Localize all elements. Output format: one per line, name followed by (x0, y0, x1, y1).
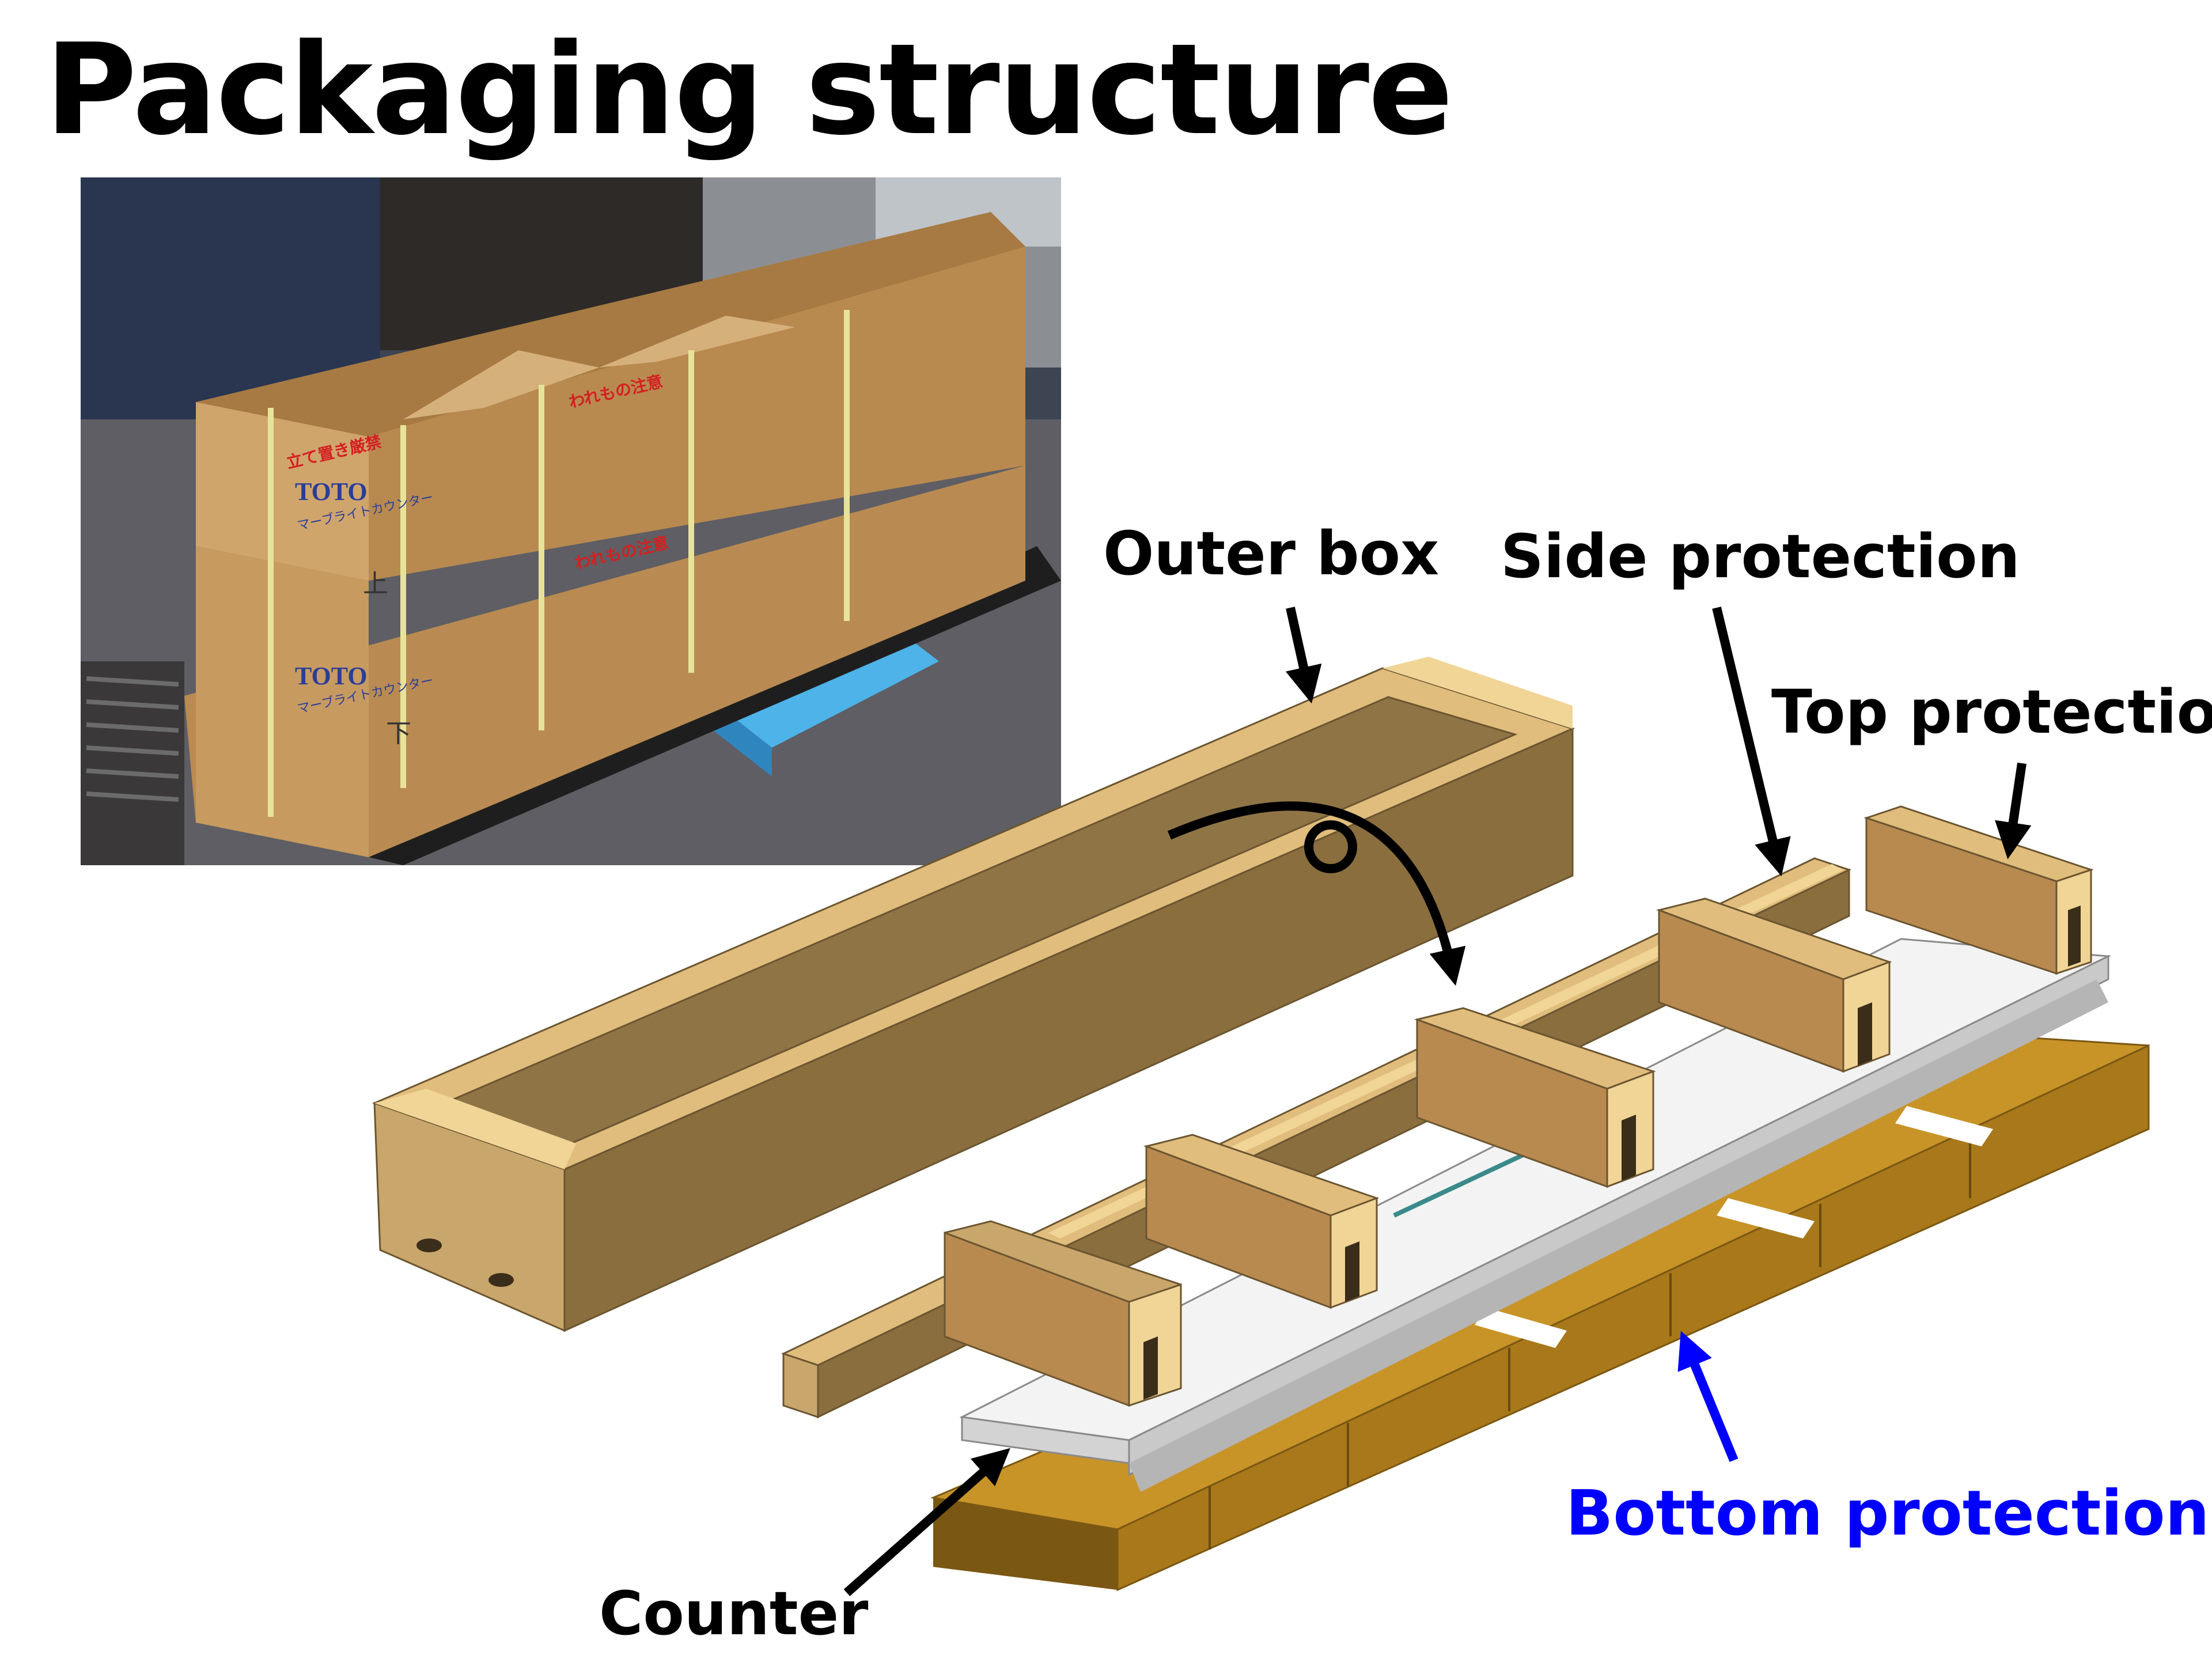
photo-brand-lower: TOTO (295, 662, 368, 690)
bottom-protection-label: Bottom protection (1566, 1478, 2210, 1550)
counter-arrow-icon (843, 1448, 1010, 1596)
counter-label: Counter (599, 1578, 869, 1649)
page-title: Packaging structure (45, 17, 1453, 163)
outer-box (372, 657, 1575, 1332)
rotate-arrow-icon (1167, 801, 1466, 986)
side-protection-arrow-icon (1712, 607, 1791, 877)
outer-box-arrow-icon (1285, 607, 1322, 704)
bottom-protection-arrow-icon (1677, 1331, 1738, 1463)
side-protection-label: Side protection (1501, 521, 2020, 592)
photo-brand-upper: TOTO (295, 478, 368, 506)
outer-box-label: Outer box (1103, 518, 1440, 589)
top-protection-label: Top protection (1771, 677, 2212, 747)
top-protection-arrow-icon (1995, 762, 2032, 859)
photo-position-lower: 下 (386, 719, 411, 748)
photo-position-upper: 上 (363, 569, 388, 599)
package-photo: TOTO TOTO マーブライトカウンター マーブライトカウンター 上 下 立て… (81, 177, 1061, 865)
top-protection-blocks (944, 805, 2094, 1407)
